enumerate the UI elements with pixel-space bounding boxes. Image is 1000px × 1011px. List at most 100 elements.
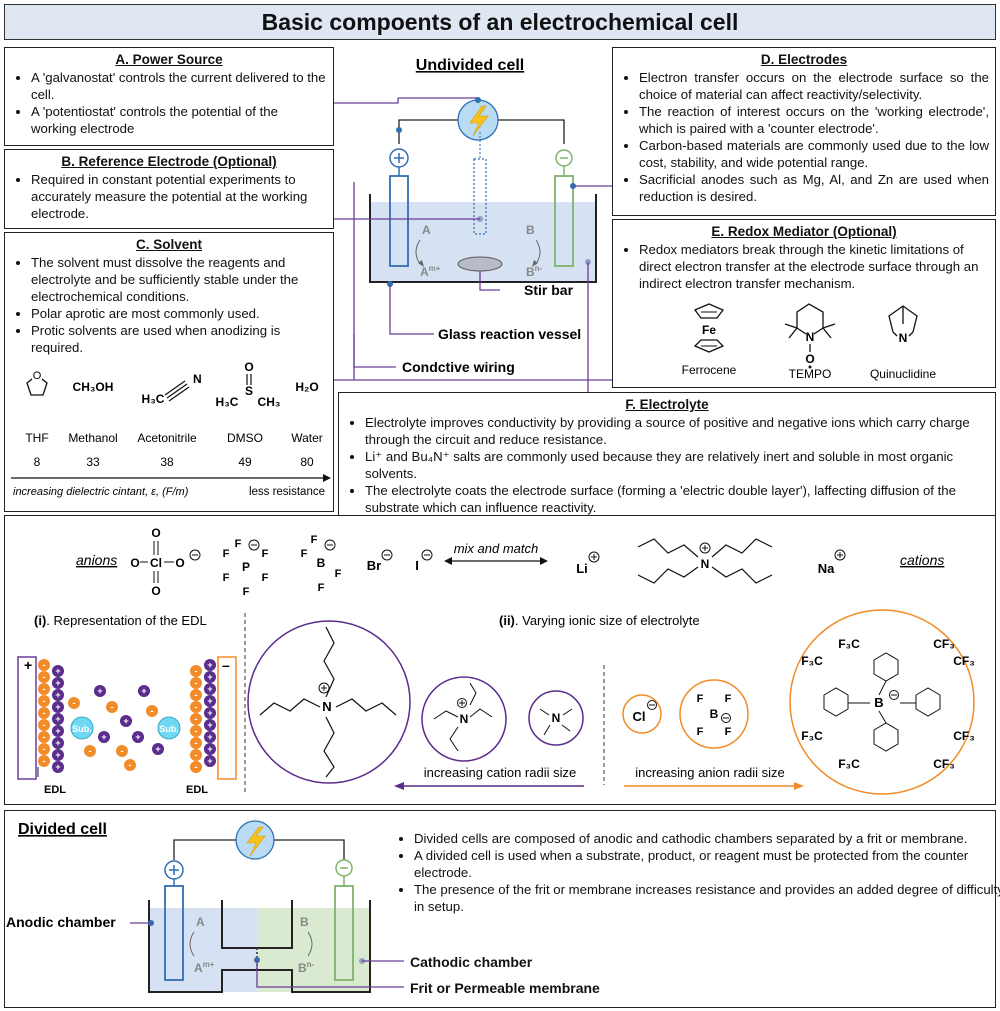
list-item: Divided cells are composed of anodic and…	[414, 830, 1000, 847]
vessel-label: Glass reaction vessel	[438, 326, 581, 342]
ion-charge: -	[195, 750, 198, 760]
electrolyte-heading: F. Electrolyte	[625, 397, 709, 412]
cathode-electrode	[554, 175, 574, 267]
undivided-cell-heading: Undivided cell	[416, 57, 524, 74]
dmso-o: O	[244, 361, 253, 374]
list-item: A 'potentiostat' controls the potential …	[31, 103, 327, 137]
svg-text:F₃C: F₃C	[838, 637, 860, 651]
chloride-circle	[622, 694, 662, 734]
ion-charge: +	[207, 744, 212, 754]
wiring-label: Condctive wiring	[402, 359, 515, 375]
quinuclidine-label: Quinuclidine	[870, 367, 936, 381]
anion-sphere	[38, 755, 50, 767]
ion-charge: +	[135, 732, 140, 742]
cation-sphere	[204, 671, 216, 683]
svg-text:F: F	[725, 693, 732, 705]
svg-text:F: F	[335, 568, 342, 580]
page-title: Basic compoents of an electrochemical ce…	[4, 4, 996, 40]
cation-sphere	[204, 731, 216, 743]
tetrabutylammonium-circle	[247, 620, 411, 784]
cation-sphere	[52, 725, 64, 737]
reference-electrode	[473, 158, 487, 235]
tempo-n: N	[806, 330, 815, 344]
resistance-label: less resistance	[249, 486, 325, 498]
anion-sphere	[38, 707, 50, 719]
ferrocene-label: Ferrocene	[682, 363, 737, 377]
ion-charge: -	[195, 714, 198, 724]
dielectric-scale-label: increasing dielectric cintant, ε, (F/m)	[13, 486, 189, 498]
svg-text:Am+: Am+	[194, 960, 215, 975]
svg-text:F: F	[262, 548, 269, 560]
lightning-bolt-icon	[246, 826, 266, 857]
anode-electrode	[164, 885, 184, 981]
cation-sphere	[204, 743, 216, 755]
anion-sphere	[38, 731, 50, 743]
ion-charge: -	[43, 732, 46, 742]
list-item: Carbon-based materials are commonly used…	[639, 137, 989, 171]
ion-charge: -	[43, 660, 46, 670]
cation-sphere	[204, 755, 216, 767]
tempo-o: O	[805, 352, 814, 366]
anion-sphere	[146, 705, 158, 717]
ion-charge: +	[55, 750, 60, 760]
acetonitrile-formula: H₃C	[142, 392, 165, 406]
cation-sphere	[94, 685, 106, 697]
ion-charge: -	[195, 690, 198, 700]
ion-charge: -	[195, 726, 198, 736]
anion-sphere	[190, 701, 202, 713]
cation-sphere	[204, 719, 216, 731]
glass-reaction-vessel	[369, 194, 597, 283]
list-item: Polar aprotic are most commonly used.	[31, 305, 327, 322]
cation-sphere	[132, 731, 144, 743]
dmso-right: CH₃	[258, 395, 281, 409]
edl-subheading: (i). Representation of the EDL	[34, 613, 207, 628]
ion-charge: -	[195, 762, 198, 772]
ion-charge: -	[43, 684, 46, 694]
ion-charge: +	[55, 678, 60, 688]
ion-charge: +	[55, 738, 60, 748]
sodium-ion: Na	[818, 561, 835, 576]
list-item: Li⁺ and Bu₄N⁺ salts are commonly used be…	[365, 448, 989, 482]
svg-text:N: N	[460, 712, 469, 726]
ion-charge: +	[207, 696, 212, 706]
cation-sphere	[52, 737, 64, 749]
cation-sphere	[204, 683, 216, 695]
list-item: Redox mediators break through the kineti…	[639, 241, 989, 292]
cathode-electrode	[334, 885, 354, 981]
svg-text:F: F	[223, 548, 230, 560]
dmso-s: S	[245, 384, 253, 398]
ion-charge: +	[55, 666, 60, 676]
stir-bar	[457, 256, 503, 272]
anion-sphere	[68, 697, 80, 709]
cation-sphere	[138, 685, 150, 697]
solvent-structures: O CH₃OH H₃C N H₃C S O CH₃ H₂O THF Methan…	[11, 361, 331, 498]
svg-text:F₃C: F₃C	[801, 729, 823, 743]
divided-cell-list: Divided cells are composed of anodic and…	[388, 830, 1000, 915]
cation-sphere	[98, 731, 110, 743]
power-source-heading: A. Power Source	[115, 52, 223, 67]
anode-electrode	[389, 175, 409, 267]
anion-sphere	[190, 713, 202, 725]
cation-sphere	[52, 665, 64, 677]
svg-text:F: F	[223, 572, 230, 584]
edl-label-left: EDL	[44, 784, 66, 796]
redox-mediator-heading: E. Redox Mediator (Optional)	[711, 224, 897, 239]
anions-label: anions	[76, 552, 117, 568]
svg-text:–: –	[222, 657, 230, 673]
redox-mediator-box: E. Redox Mediator (Optional) Redox media…	[612, 219, 996, 388]
ion-charge: +	[155, 744, 160, 754]
svg-text:N: N	[552, 711, 561, 725]
ion-charge: -	[43, 744, 46, 754]
svg-text:B: B	[874, 695, 883, 710]
bridge-solution-left	[222, 948, 257, 970]
lithium-ion: Li	[576, 561, 588, 576]
svg-text:Sub.: Sub.	[72, 724, 92, 734]
svg-text:F: F	[243, 586, 250, 598]
ion-charge: -	[195, 678, 198, 688]
electrodes-box: D. Electrodes Electron transfer occurs o…	[612, 47, 996, 216]
svg-text:F: F	[697, 726, 704, 738]
tetrabutylammonium-n: N	[701, 557, 710, 571]
ion-charge: +	[141, 686, 146, 696]
edl-ions: -+-+-+-+-+-+-+-+-++-+-+-+-+-+-+-+-+-+--+…	[38, 659, 216, 773]
svg-text:Cl: Cl	[633, 709, 646, 724]
